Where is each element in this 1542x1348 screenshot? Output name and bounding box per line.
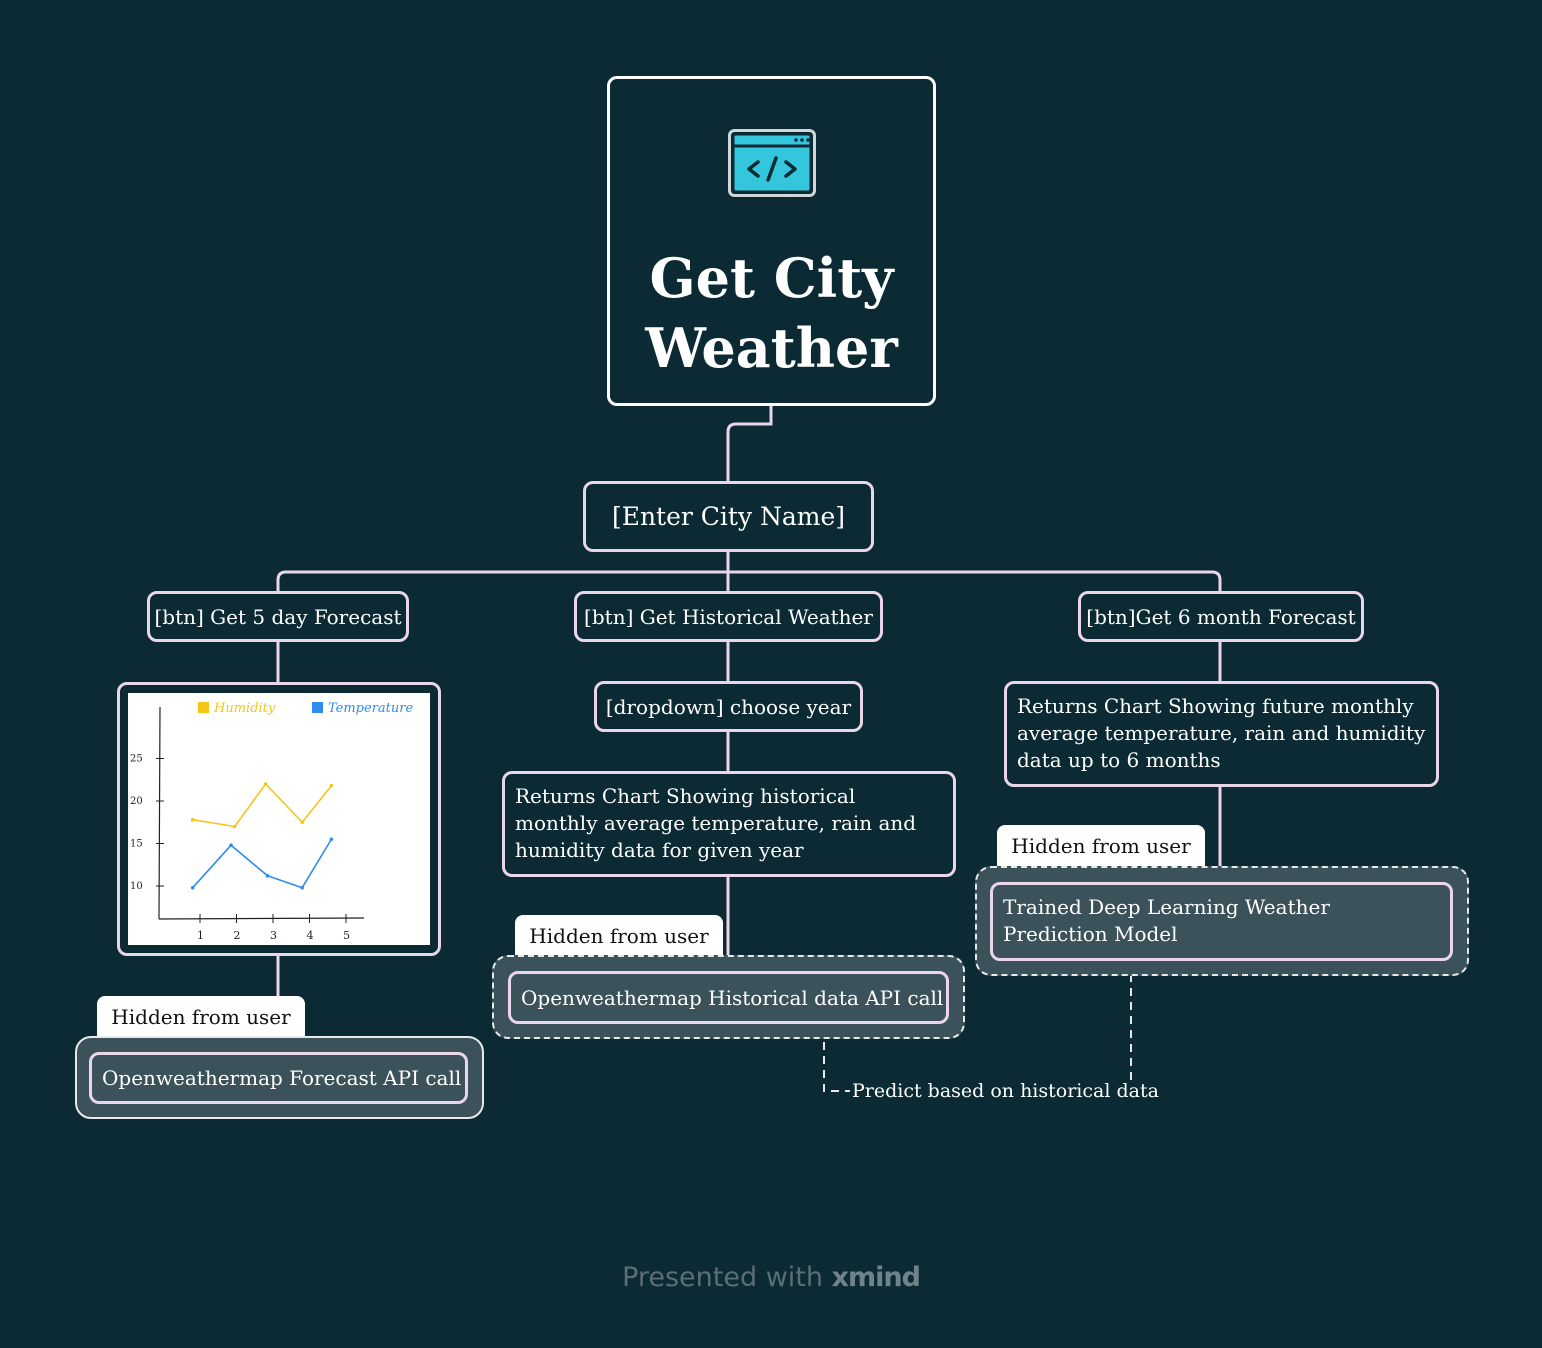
x-tick-label: 1 [197, 929, 204, 942]
x-axis [158, 917, 365, 920]
enter-city-name-node[interactable]: [Enter City Name] [583, 481, 874, 552]
code-window-icon [728, 129, 816, 197]
y-tick-label: 15 [130, 839, 143, 850]
get-6-month-forecast-node[interactable]: [btn]Get 6 month Forecast [1078, 591, 1364, 642]
y-axis [158, 706, 161, 920]
get-5-day-forecast-node[interactable]: [btn] Get 5 day Forecast [147, 591, 409, 642]
x-tick-label: 2 [234, 929, 241, 942]
y-tick-label: 20 [130, 796, 143, 807]
page-title: Get City Weather [645, 246, 898, 380]
data-point [190, 885, 195, 890]
legend-label: Temperature [328, 701, 413, 716]
forecast-api-call-node[interactable]: Openweathermap Forecast API call [89, 1052, 468, 1104]
y-tick-label: 25 [130, 754, 143, 765]
choose-year-dropdown-node[interactable]: [dropdown] choose year [594, 681, 863, 732]
prediction-model-node[interactable]: Trained Deep Learning Weather Prediction… [990, 882, 1453, 961]
hidden-from-user-label-1: Hidden from user [97, 996, 305, 1038]
get-historical-weather-node[interactable]: [btn] Get Historical Weather [574, 591, 883, 642]
historical-chart-description-node[interactable]: Returns Chart Showing historical monthly… [502, 771, 956, 877]
forecast-chart-node[interactable]: 10 15 20 25 1 2 3 4 5 Humidity Temperature [117, 682, 441, 956]
central-topic-get-city-weather[interactable]: Get City Weather [607, 76, 936, 406]
data-point [265, 874, 270, 878]
forecast-chart: 10 15 20 25 1 2 3 4 5 Humidity Temperature [130, 701, 413, 942]
forecast-chart-image: 10 15 20 25 1 2 3 4 5 Humidity Temperature [128, 693, 430, 945]
series-line [192, 783, 333, 828]
data-point [190, 817, 195, 822]
future-chart-description-node[interactable]: Returns Chart Showing future monthly ave… [1004, 681, 1439, 787]
hidden-from-user-label-2: Hidden from user [515, 915, 723, 957]
series-line [192, 838, 333, 889]
data-point [232, 824, 237, 829]
relationship-label[interactable]: Predict based on historical data [852, 1080, 1159, 1102]
data-point [263, 782, 268, 786]
data-point [229, 843, 233, 847]
x-tick-label: 4 [307, 929, 314, 942]
y-tick-label: 10 [130, 881, 143, 892]
legend-swatch [198, 702, 209, 713]
x-tick-label: 5 [343, 929, 350, 942]
hidden-from-user-label-3: Hidden from user [997, 825, 1205, 867]
xmind-logo: xmind [831, 1262, 921, 1293]
legend-label: Humidity [213, 701, 276, 716]
data-point [300, 820, 304, 825]
x-tick-label: 3 [270, 929, 277, 942]
data-point [329, 783, 334, 788]
legend-swatch [312, 702, 323, 713]
footer-prefix: Presented with [622, 1262, 832, 1293]
historical-api-call-node[interactable]: Openweathermap Historical data API call [508, 971, 949, 1024]
data-point [300, 885, 304, 890]
presented-with-xmind-footer[interactable]: Presented with xmind [0, 1262, 1542, 1293]
data-point [329, 837, 334, 842]
